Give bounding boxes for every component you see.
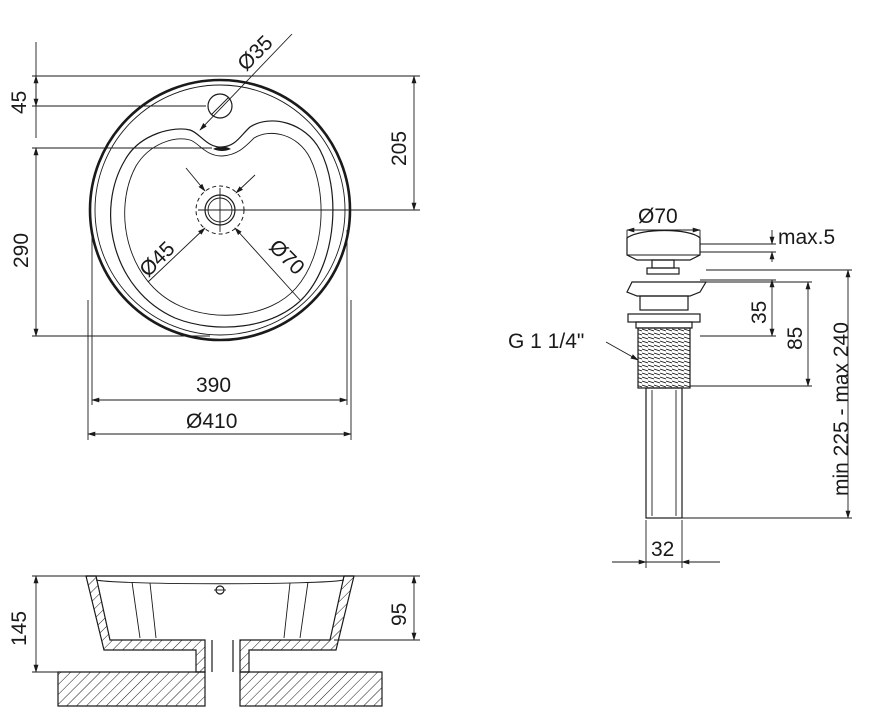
dim-pipe-diameter-label: 32	[651, 538, 674, 561]
basin-wall-right	[239, 575, 355, 673]
dim-outer-diameter-label: Ø410	[186, 410, 237, 433]
drain-cap	[626, 229, 701, 261]
basin-inner-bowl	[110, 120, 334, 328]
dim-tap-hole-label: Ø35	[233, 31, 277, 75]
dim-tap-offset-label: 45	[8, 91, 31, 114]
drain-flange	[626, 281, 708, 297]
drain-thread	[637, 327, 691, 389]
drain-view: Ø70 max.5 35 85 min 225 - max 240 32 G 1…	[508, 205, 853, 568]
top-view: Ø35 45 205 290 Ø45 Ø70 390 Ø410	[8, 31, 420, 440]
dim-inner-width-label: 390	[196, 374, 231, 397]
dim-cap-gap-label: max.5	[778, 226, 835, 249]
dim-drain-small-label: Ø45	[135, 237, 179, 281]
dim-drain-offset-label: 205	[388, 131, 411, 166]
dim-bowl-depth-label: 95	[388, 603, 411, 626]
thread-spec-label: G 1 1/4"	[508, 330, 584, 353]
dim-total-height-label: 145	[8, 611, 31, 646]
side-view: 145 95	[8, 575, 420, 707]
dim-flange-label: 35	[748, 301, 771, 324]
basin-wall-left	[85, 575, 206, 673]
dim-total-length-label: min 225 - max 240	[830, 322, 853, 496]
dim-thread-length-label: 85	[784, 327, 807, 350]
countertop	[57, 671, 206, 707]
dim-cap-diameter-label: Ø70	[638, 205, 678, 228]
dim-inner-depth-label: 290	[10, 233, 33, 268]
tap-hole	[207, 93, 233, 119]
dim-drain-large-label: Ø70	[264, 235, 308, 279]
drain-pipe	[645, 387, 683, 519]
